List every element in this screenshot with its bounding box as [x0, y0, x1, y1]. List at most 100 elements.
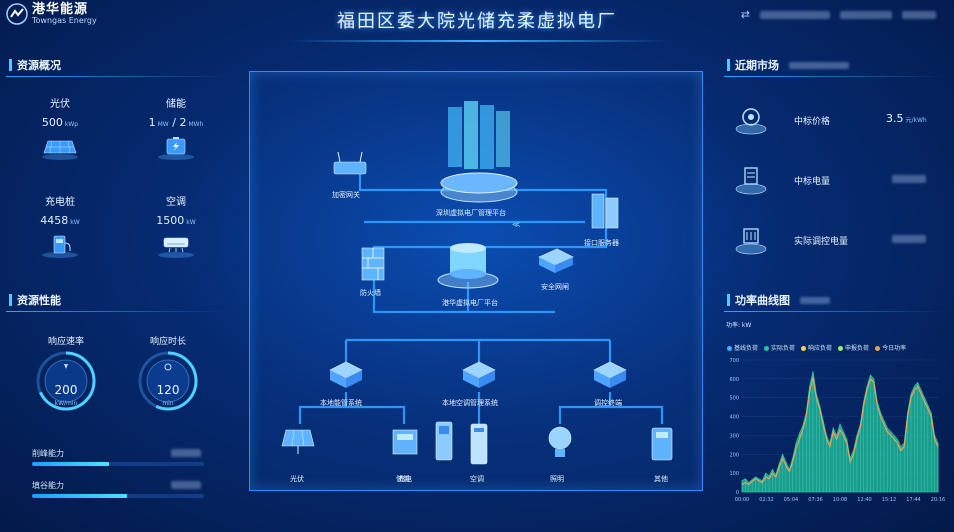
logo-name-en: Towngas Energy — [32, 16, 97, 25]
resource-ac-label: 空调 — [166, 197, 186, 208]
document-icon — [735, 167, 767, 195]
x-tick-label: 02:32 — [759, 497, 773, 503]
market-actual-label: 实际调控电量 — [794, 237, 849, 247]
response-duration-gauge — [138, 351, 198, 411]
air-conditioner-icon — [158, 237, 194, 258]
response-duration-unit: min — [162, 400, 174, 407]
svg-text:≪: ≪ — [512, 220, 520, 229]
logo-icon — [6, 3, 28, 25]
panel-divider — [6, 311, 228, 312]
node-sz-platform: 深圳虚拟电厂管理平台 — [436, 209, 506, 217]
storage-device-icon — [392, 429, 418, 455]
swap-icon[interactable]: ⇄ — [740, 8, 750, 21]
y-tick-label: 200 — [729, 452, 739, 458]
resource-charger-label: 充电桩 — [45, 197, 75, 208]
node-local-ac: 本地空调管理系统 — [442, 399, 498, 407]
node-charge-label: 充电 — [398, 475, 412, 483]
response-duration-label: 响应时长 — [149, 337, 186, 347]
x-tick-label: 07:36 — [808, 497, 822, 503]
valley-filling-label: 填谷能力 — [32, 481, 64, 490]
market-price-label: 中标价格 — [794, 117, 831, 127]
resource-storage-label: 储能 — [166, 99, 186, 110]
node-storage: 储能 — [396, 475, 410, 483]
power-curve-legend: 基线负荷 实际负荷 响应负荷 申报负荷 今日功率 — [727, 343, 906, 352]
node-th-platform: 港华虚拟电厂平台 — [442, 299, 498, 307]
resource-pv-label: 光伏 — [50, 99, 70, 110]
secure-gateway-icon — [538, 248, 574, 273]
x-tick-label: 20:16 — [931, 497, 945, 503]
node-pv: 光伏 — [290, 475, 304, 483]
header-status: ⇄ — [741, 8, 936, 21]
interface-server-icon — [591, 193, 619, 229]
other-device-icon — [651, 427, 673, 461]
battery-icon — [158, 137, 194, 160]
response-duration-value: 120 — [156, 383, 180, 397]
legend-item: 响应负荷 — [801, 343, 832, 352]
local-ac-box-icon — [462, 361, 496, 388]
y-tick-label: 500 — [729, 396, 739, 402]
legend-item: 基线负荷 — [727, 343, 758, 352]
panel-divider — [724, 76, 946, 77]
node-ac: 空调 — [470, 475, 484, 483]
power-curve-unit-label: 功率: kW — [726, 322, 752, 329]
y-tick-label: 600 — [729, 377, 739, 383]
node-secure-gateway: 安全网闸 — [541, 283, 569, 291]
firewall-icon — [361, 247, 385, 281]
meter-icon — [735, 228, 767, 255]
price-icon — [735, 108, 767, 135]
legend-item: 申报负荷 — [838, 343, 869, 352]
page-title: 福田区委大院光储充柔虚拟电厂 — [337, 11, 617, 32]
x-tick-label: 15:12 — [882, 497, 896, 503]
valley-filling-value-redacted — [171, 481, 201, 489]
valley-filling-bar — [32, 494, 204, 498]
x-tick-label: 12:40 — [857, 497, 871, 503]
market-title: 近期市场 — [735, 59, 779, 72]
valley-filling-fill — [32, 494, 127, 498]
market-date-redacted — [789, 61, 849, 69]
node-firewall: 防火墙 — [360, 289, 381, 297]
control-terminal-box-icon — [593, 361, 627, 388]
market-actual-value-redacted — [892, 235, 926, 243]
header-weather-redacted — [902, 10, 936, 19]
response-rate-gauge — [36, 351, 96, 411]
database-icon — [437, 243, 499, 289]
panel-divider — [6, 76, 228, 77]
resource-overview-title: 资源概况 — [17, 59, 61, 72]
y-tick-label: 100 — [729, 471, 739, 477]
node-lighting: 照明 — [550, 475, 564, 483]
market-volume-label: 中标电量 — [794, 177, 831, 187]
node-gateway: 加密网关 — [332, 191, 360, 199]
response-rate-value: 200 — [54, 383, 78, 397]
y-tick-label: 400 — [729, 415, 739, 421]
y-tick-label: 700 — [729, 358, 739, 364]
peak-shaving-label: 削峰能力 — [32, 449, 64, 458]
resource-performance-title: 资源性能 — [17, 294, 61, 307]
peak-shaving-fill — [32, 462, 110, 466]
node-other: 其他 — [654, 475, 668, 483]
resource-performance-panel: 资源性能 响应速率 200 kW/min 响应时长 120 min 削峰能力 填… — [6, 290, 228, 505]
x-tick-label: 17:44 — [906, 497, 920, 503]
local-energy-box-icon — [329, 361, 363, 388]
panel-divider — [724, 311, 946, 312]
ac-device-icon — [470, 423, 488, 465]
lightbulb-icon — [548, 426, 572, 457]
market-row-actual: 实际调控电量 — [724, 221, 946, 261]
solar-panel-icon — [42, 140, 78, 160]
node-interface-server: 接口服务器 — [584, 239, 619, 247]
node-control-terminal: 调控终端 — [594, 399, 622, 407]
power-curve-title: 功率曲线图 — [735, 294, 790, 307]
logo-name-cn: 港华能源 — [32, 2, 89, 17]
peak-shaving-bar — [32, 462, 204, 466]
header: 港华能源 Towngas Energy 福田区委大院光储充柔虚拟电厂 ⇄ — [0, 0, 954, 46]
legend-item: 实际负荷 — [764, 343, 795, 352]
